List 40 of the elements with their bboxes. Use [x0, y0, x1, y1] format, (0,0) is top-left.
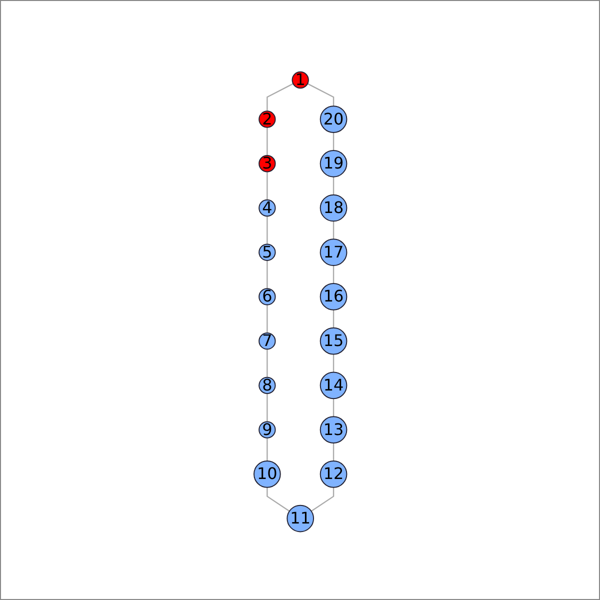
connector — [266, 83, 294, 112]
node-circle: 17 — [320, 238, 347, 266]
connector — [266, 349, 268, 378]
connector — [332, 176, 334, 195]
node-circle: 16 — [320, 283, 347, 311]
node-circle: 20 — [320, 106, 347, 134]
connector — [332, 443, 334, 462]
connector — [266, 438, 268, 462]
node-circle: 9 — [258, 421, 276, 439]
connector — [332, 221, 334, 240]
node-circle: 10 — [253, 460, 280, 488]
node-circle: 2 — [258, 110, 276, 128]
connector — [266, 172, 268, 200]
node-circle: 7 — [258, 332, 276, 350]
node-circle: 6 — [258, 288, 276, 306]
node-circle: 8 — [258, 377, 276, 394]
node-circle: 13 — [320, 416, 347, 444]
node-circle: 12 — [320, 460, 347, 488]
node-circle: 1 — [291, 72, 309, 89]
node-circle: 11 — [286, 504, 314, 532]
connector — [332, 310, 334, 328]
node-circle: 4 — [258, 200, 276, 217]
connector — [332, 132, 334, 151]
node-circle: 18 — [320, 194, 347, 222]
node-circle: 19 — [320, 150, 347, 178]
connector — [266, 304, 268, 334]
connector — [266, 260, 268, 289]
connector — [266, 216, 268, 244]
node-circle: 15 — [320, 328, 347, 355]
connector — [332, 354, 334, 372]
connector — [266, 487, 290, 512]
node-circle: 3 — [258, 155, 276, 172]
connector — [306, 83, 334, 106]
node-circle: 5 — [258, 244, 276, 262]
node-circle: 14 — [320, 372, 347, 400]
connector — [332, 266, 334, 284]
connector — [266, 394, 268, 422]
connector — [332, 398, 334, 417]
connector — [310, 487, 334, 512]
connector — [266, 128, 268, 156]
